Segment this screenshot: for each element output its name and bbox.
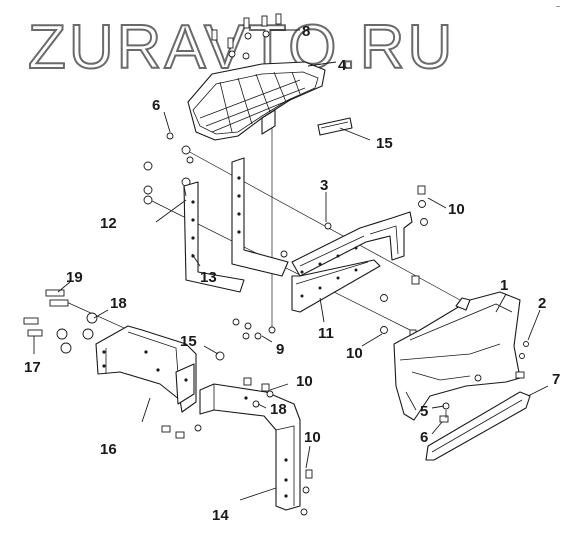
callout-10-lower-a: 10 [296, 373, 313, 390]
part-17-18-19-fasteners [23, 289, 98, 354]
callout-17: 17 [24, 359, 41, 376]
callout-7: 7 [552, 371, 560, 388]
callout-10-mid: 10 [346, 345, 363, 362]
part-6-screw-upper [166, 132, 174, 140]
callout-6-upper: 6 [152, 97, 160, 114]
corner-mark: ~ [556, 4, 560, 11]
part-10-fasteners-lower [161, 377, 313, 516]
part-14-guard [199, 383, 301, 511]
callout-labels: 8 4 6 15 3 10 12 1 2 13 11 10 9 19 18 17… [24, 23, 560, 524]
callout-5: 5 [420, 403, 428, 420]
part-2-screw [519, 341, 529, 359]
callout-16: 16 [100, 441, 117, 458]
callout-19: 19 [66, 269, 83, 286]
callout-2: 2 [538, 295, 546, 312]
part-1-housing [393, 291, 521, 421]
part-5-6-lower [439, 402, 450, 423]
part-7-step-plate [425, 371, 531, 461]
callout-11: 11 [318, 325, 334, 342]
callout-15-lower: 15 [180, 333, 197, 350]
callout-1: 1 [500, 277, 508, 294]
callout-4: 4 [338, 57, 347, 74]
callout-10-upper-right: 10 [448, 201, 465, 218]
part-10-fasteners-upper [380, 185, 428, 339]
callout-13: 13 [200, 269, 217, 286]
part-3-bracket [231, 157, 332, 277]
part-13-bracket [183, 181, 245, 293]
leader-lines [33, 29, 549, 501]
part-4-step-tread [187, 61, 326, 141]
part-12-fasteners [143, 145, 194, 205]
watermark: ZURAVTO.RU [28, 13, 455, 82]
part-16-mount [95, 325, 197, 413]
callout-8: 8 [302, 23, 310, 40]
part-15-reflector-upper [317, 117, 353, 136]
callout-14: 14 [212, 507, 229, 524]
callout-12: 12 [100, 215, 117, 232]
part-11-frame [291, 211, 413, 313]
callout-18-left: 18 [110, 295, 127, 312]
callout-15-upper: 15 [376, 135, 393, 152]
part-8-bolts [211, 13, 282, 60]
callout-6-lower: 6 [420, 429, 428, 446]
callout-10-lower-b: 10 [304, 429, 321, 446]
callout-9: 9 [276, 341, 284, 358]
part-9-fasteners [232, 318, 276, 340]
callout-18-lower: 18 [270, 401, 287, 418]
callout-3: 3 [320, 177, 328, 194]
